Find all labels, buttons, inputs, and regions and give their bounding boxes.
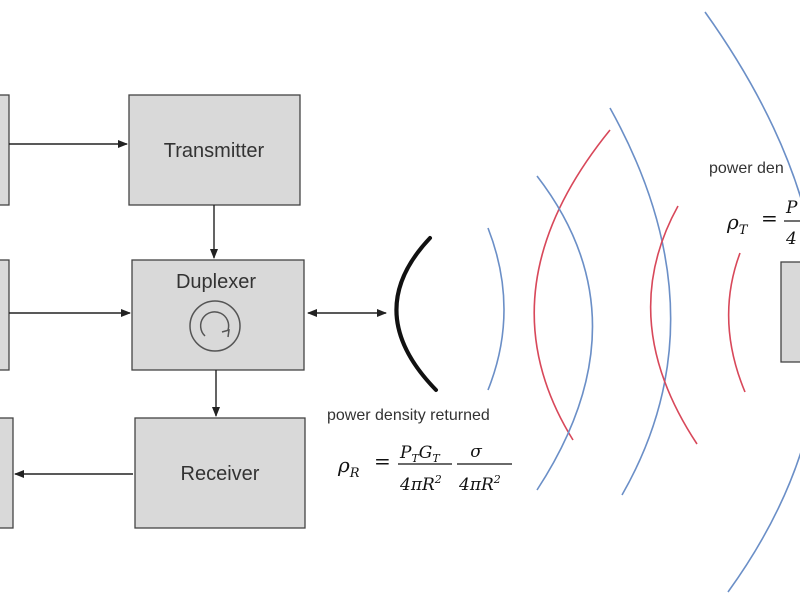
duplexer-block [131, 259, 305, 371]
eq1-den2: 4πR [458, 475, 494, 495]
equals-sign-transmitted: = [761, 206, 778, 230]
wave-blue-1 [487, 227, 505, 391]
rho-r-symbol: ρ [337, 453, 350, 477]
rho-r-subscript: R [349, 466, 360, 481]
rho-t-subscript: T [739, 223, 749, 238]
wave-red-1 [533, 129, 611, 441]
svg-text:ρR: ρR [337, 453, 360, 481]
svg-text:PTGT: PTGT [399, 443, 441, 465]
eq2-den: 4 [785, 229, 797, 249]
eq1-num-g: G [419, 443, 433, 463]
transmitter-block [128, 94, 301, 206]
circulator-icon [189, 300, 241, 352]
eq1-num-p: P [399, 443, 412, 463]
wave-red-2 [649, 205, 698, 445]
svg-text:ρT: ρT [726, 210, 749, 238]
wave-blue-4 [704, 11, 800, 593]
target-block [780, 261, 800, 363]
duplexer-label: Duplexer [176, 271, 256, 293]
left-block-top [0, 94, 10, 206]
wave-blue-2 [536, 175, 594, 491]
receiver-label: Receiver [181, 463, 260, 485]
eq1-num-sub2: T [432, 452, 441, 465]
eq1-num-sigma: σ [470, 442, 482, 462]
eq1-den2-sup: 2 [493, 473, 501, 486]
dish-antenna-icon [394, 236, 438, 392]
eq2-num: P [785, 198, 798, 218]
power-density-transmitted-equation: power den ρT = P 4 [709, 160, 800, 249]
eq1-den1: 4πR [399, 475, 435, 495]
wave-blue-3 [609, 107, 672, 496]
power-density-returned-label: power density returned [327, 407, 490, 424]
left-block-bottom [0, 417, 14, 529]
transmitter-label: Transmitter [164, 140, 265, 162]
wave-red-3 [727, 252, 746, 393]
rho-t-symbol: ρ [726, 210, 739, 234]
eq1-num-sub1: T [411, 452, 420, 465]
eq1-den1-sup: 2 [434, 473, 442, 486]
receiver-block [134, 417, 306, 529]
left-block-middle [0, 259, 10, 371]
svg-text:4πR2: 4πR2 [458, 473, 501, 495]
equals-sign-returned: = [374, 449, 391, 473]
power-density-transmitted-label: power den [709, 160, 784, 177]
power-density-returned-equation: power density returned ρR = PTGT 4πR2 σ … [327, 407, 512, 495]
svg-text:4πR2: 4πR2 [399, 473, 442, 495]
